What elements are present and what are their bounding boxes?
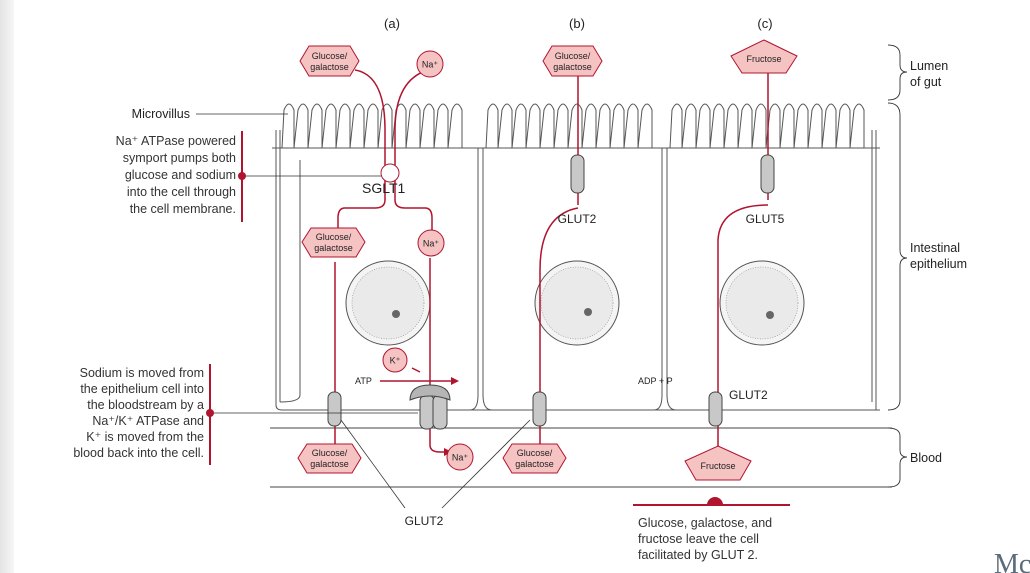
glut5-label: GLUT5 [746, 212, 785, 226]
microvilli-row [281, 103, 463, 149]
glut2-basal-label: GLUT2 [729, 388, 768, 402]
svg-text:the cell membrane.: the cell membrane. [130, 202, 236, 216]
nucleus-c [719, 260, 805, 346]
glut5-protein [760, 154, 775, 194]
svg-text:Intestinal: Intestinal [910, 241, 960, 255]
legend: Glucose, galactose, and fructose leave t… [633, 497, 790, 562]
svg-text:GLUT2: GLUT2 [405, 514, 444, 528]
microvillus-callout: Microvillus [132, 107, 288, 121]
svg-text:symport pumps both: symport pumps both [123, 151, 236, 165]
svg-text:galactose: galactose [515, 459, 554, 469]
svg-text:Glucose/: Glucose/ [517, 448, 553, 458]
lumen-brace: Lumen of gut [887, 44, 948, 101]
svg-text:Fructose: Fructose [746, 54, 781, 64]
glut2-label: GLUT2 [558, 212, 597, 226]
window-edge [0, 0, 14, 573]
microvilli [281, 103, 865, 149]
svg-text:Na⁺: Na⁺ [422, 60, 439, 70]
microvilli-row [669, 103, 865, 149]
svg-text:Glucose/: Glucose/ [312, 51, 348, 61]
svg-text:Glucose/: Glucose/ [312, 448, 348, 458]
svg-text:blood back into the cell.: blood back into the cell. [73, 446, 204, 460]
panel-label-b: (b) [569, 16, 585, 31]
corner-text: Mc [994, 549, 1030, 573]
fructose-blood: Fructose [684, 445, 752, 481]
svg-text:glucose and sodium: glucose and sodium [125, 168, 236, 182]
panel-label-c: (c) [757, 16, 772, 31]
transport-paths [334, 68, 769, 455]
glut2-basal-protein-c [708, 391, 723, 427]
pump-note: Sodium is moved from the epithelium cell… [73, 364, 418, 465]
svg-text:galactose: galactose [310, 459, 349, 469]
glut2-basal-protein-a [327, 391, 342, 427]
svg-text:epithelium: epithelium [910, 257, 967, 271]
svg-text:into the cell through: into the cell through [127, 185, 236, 199]
glucose-cell: Glucose/ galactose [301, 227, 366, 258]
svg-text:Na⁺/K⁺ ATPase and: Na⁺/K⁺ ATPase and [92, 414, 204, 428]
epithelium-brace: Intestinal epithelium [887, 102, 967, 411]
blood-brace: Blood [887, 427, 942, 488]
glucose-lumen-a: Glucose/ galactose [299, 45, 360, 77]
k-cell: K⁺ [382, 347, 408, 373]
svg-text:Microvillus: Microvillus [132, 107, 190, 121]
na-k-atpase [409, 384, 451, 430]
lateral-membranes [275, 130, 880, 411]
nucleus-a [345, 260, 431, 346]
glucose-blood-a: Glucose/ galactose [297, 443, 362, 474]
svg-text:Glucose/: Glucose/ [555, 51, 591, 61]
na-cell: Na⁺ [417, 229, 445, 257]
na-lumen: Na⁺ [416, 50, 444, 78]
symport-note: Na⁺ ATPase powered symport pumps both gl… [116, 131, 382, 222]
glut2-bottom-callout: GLUT2 [340, 419, 531, 528]
svg-text:Blood: Blood [910, 451, 942, 465]
svg-text:facilitated by GLUT 2.: facilitated by GLUT 2. [638, 548, 758, 562]
svg-text:of gut: of gut [910, 75, 942, 89]
svg-text:Lumen: Lumen [910, 59, 948, 73]
fructose-lumen: Fructose [730, 39, 798, 74]
na-blood: Na⁺ [446, 443, 474, 471]
microvilli-row [485, 103, 653, 149]
glut2-basal-protein-b [532, 391, 547, 427]
svg-text:galactose: galactose [314, 243, 353, 253]
svg-text:K⁺: K⁺ [390, 356, 401, 366]
sglt1-protein [380, 163, 400, 183]
svg-text:Na⁺: Na⁺ [423, 239, 440, 249]
svg-text:Na⁺: Na⁺ [452, 453, 469, 463]
glucose-blood-b: Glucose/ galactose [502, 443, 567, 474]
svg-text:galactose: galactose [310, 62, 349, 72]
svg-text:galactose: galactose [553, 62, 592, 72]
panel-label-a: (a) [384, 16, 400, 31]
svg-text:fructose leave the cell: fructose leave the cell [638, 532, 759, 546]
svg-text:the bloodstream by a: the bloodstream by a [87, 398, 204, 412]
sglt1-label: SGLT1 [362, 180, 406, 196]
svg-text:Glucose, galactose, and: Glucose, galactose, and [638, 516, 772, 530]
atp-label: ATP [355, 376, 372, 386]
svg-text:Glucose/: Glucose/ [316, 232, 352, 242]
svg-text:K⁺ is moved from the: K⁺ is moved from the [86, 430, 204, 444]
nucleus-b [534, 260, 620, 346]
svg-text:the epithelium cell into: the epithelium cell into [80, 382, 204, 396]
svg-text:Fructose: Fructose [700, 461, 735, 471]
svg-text:Sodium is moved from: Sodium is moved from [80, 366, 204, 380]
glut2-apical-protein [570, 154, 585, 194]
svg-text:Na⁺ ATPase powered: Na⁺ ATPase powered [116, 134, 236, 148]
glucose-lumen-b: Glucose/ galactose [542, 45, 603, 77]
adp-label: ADP + P [638, 376, 673, 386]
